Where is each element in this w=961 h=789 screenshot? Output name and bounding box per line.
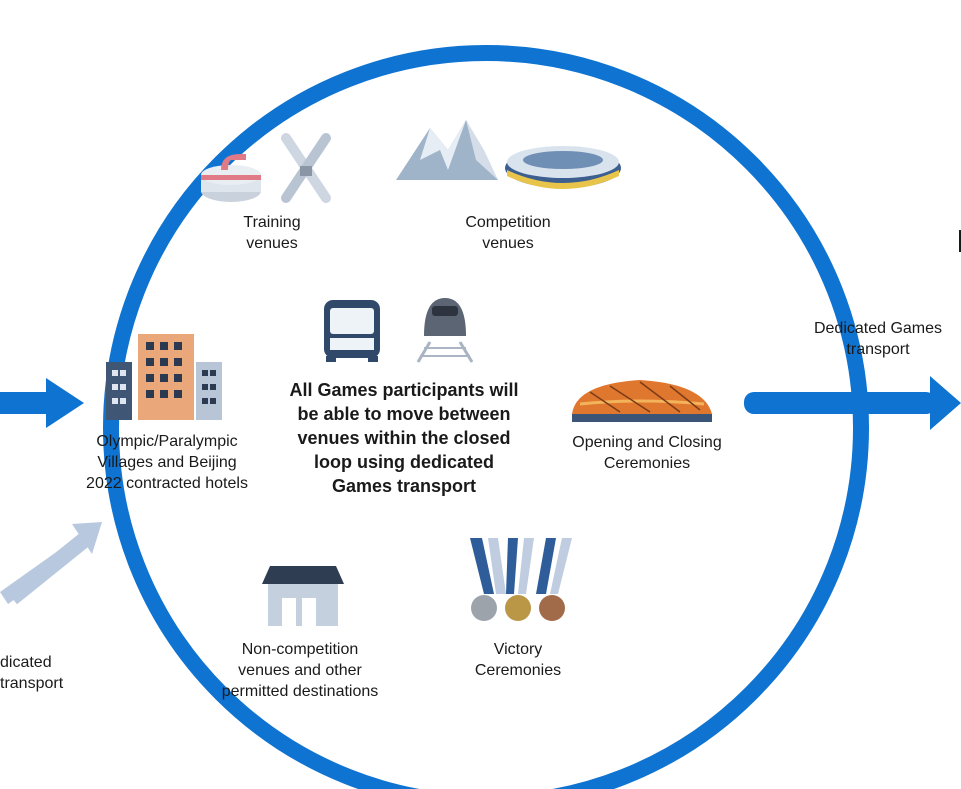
victory-ceremonies-label: Victory Ceremonies	[474, 641, 562, 679]
stadium-icon	[505, 146, 621, 189]
villages-label: Olympic/Paralympic Villages and Beijing …	[86, 433, 248, 492]
training-venues-label: Training venues	[243, 214, 301, 252]
ceremonies-label: Opening and Closing Ceremonies	[572, 434, 722, 472]
train-icon	[416, 298, 474, 363]
incoming-arrow	[0, 378, 84, 428]
buildings-icon	[106, 334, 222, 420]
closed-loop-description: All Games participants will be able to m…	[289, 380, 519, 496]
mountain-icon	[396, 120, 498, 180]
edge-mark	[959, 230, 961, 252]
diagonal-incoming-arrow	[0, 522, 102, 605]
shop-icon	[262, 566, 344, 626]
non-competition-label: Non-competition venues and other permitt…	[221, 641, 379, 700]
outgoing-arrow-label: Dedicated Games transport	[813, 320, 943, 358]
competition-venues-label: Competition venues	[465, 214, 551, 252]
curling-stone-icon	[201, 154, 261, 202]
closed-loop-circle	[103, 45, 869, 789]
skis-icon	[281, 133, 331, 203]
outgoing-arrow	[744, 376, 961, 430]
bus-icon	[324, 300, 380, 362]
incoming-arrow-label: dicated transport	[0, 654, 64, 692]
medals-icon	[470, 538, 572, 621]
birds-nest-stadium-icon	[572, 380, 712, 422]
